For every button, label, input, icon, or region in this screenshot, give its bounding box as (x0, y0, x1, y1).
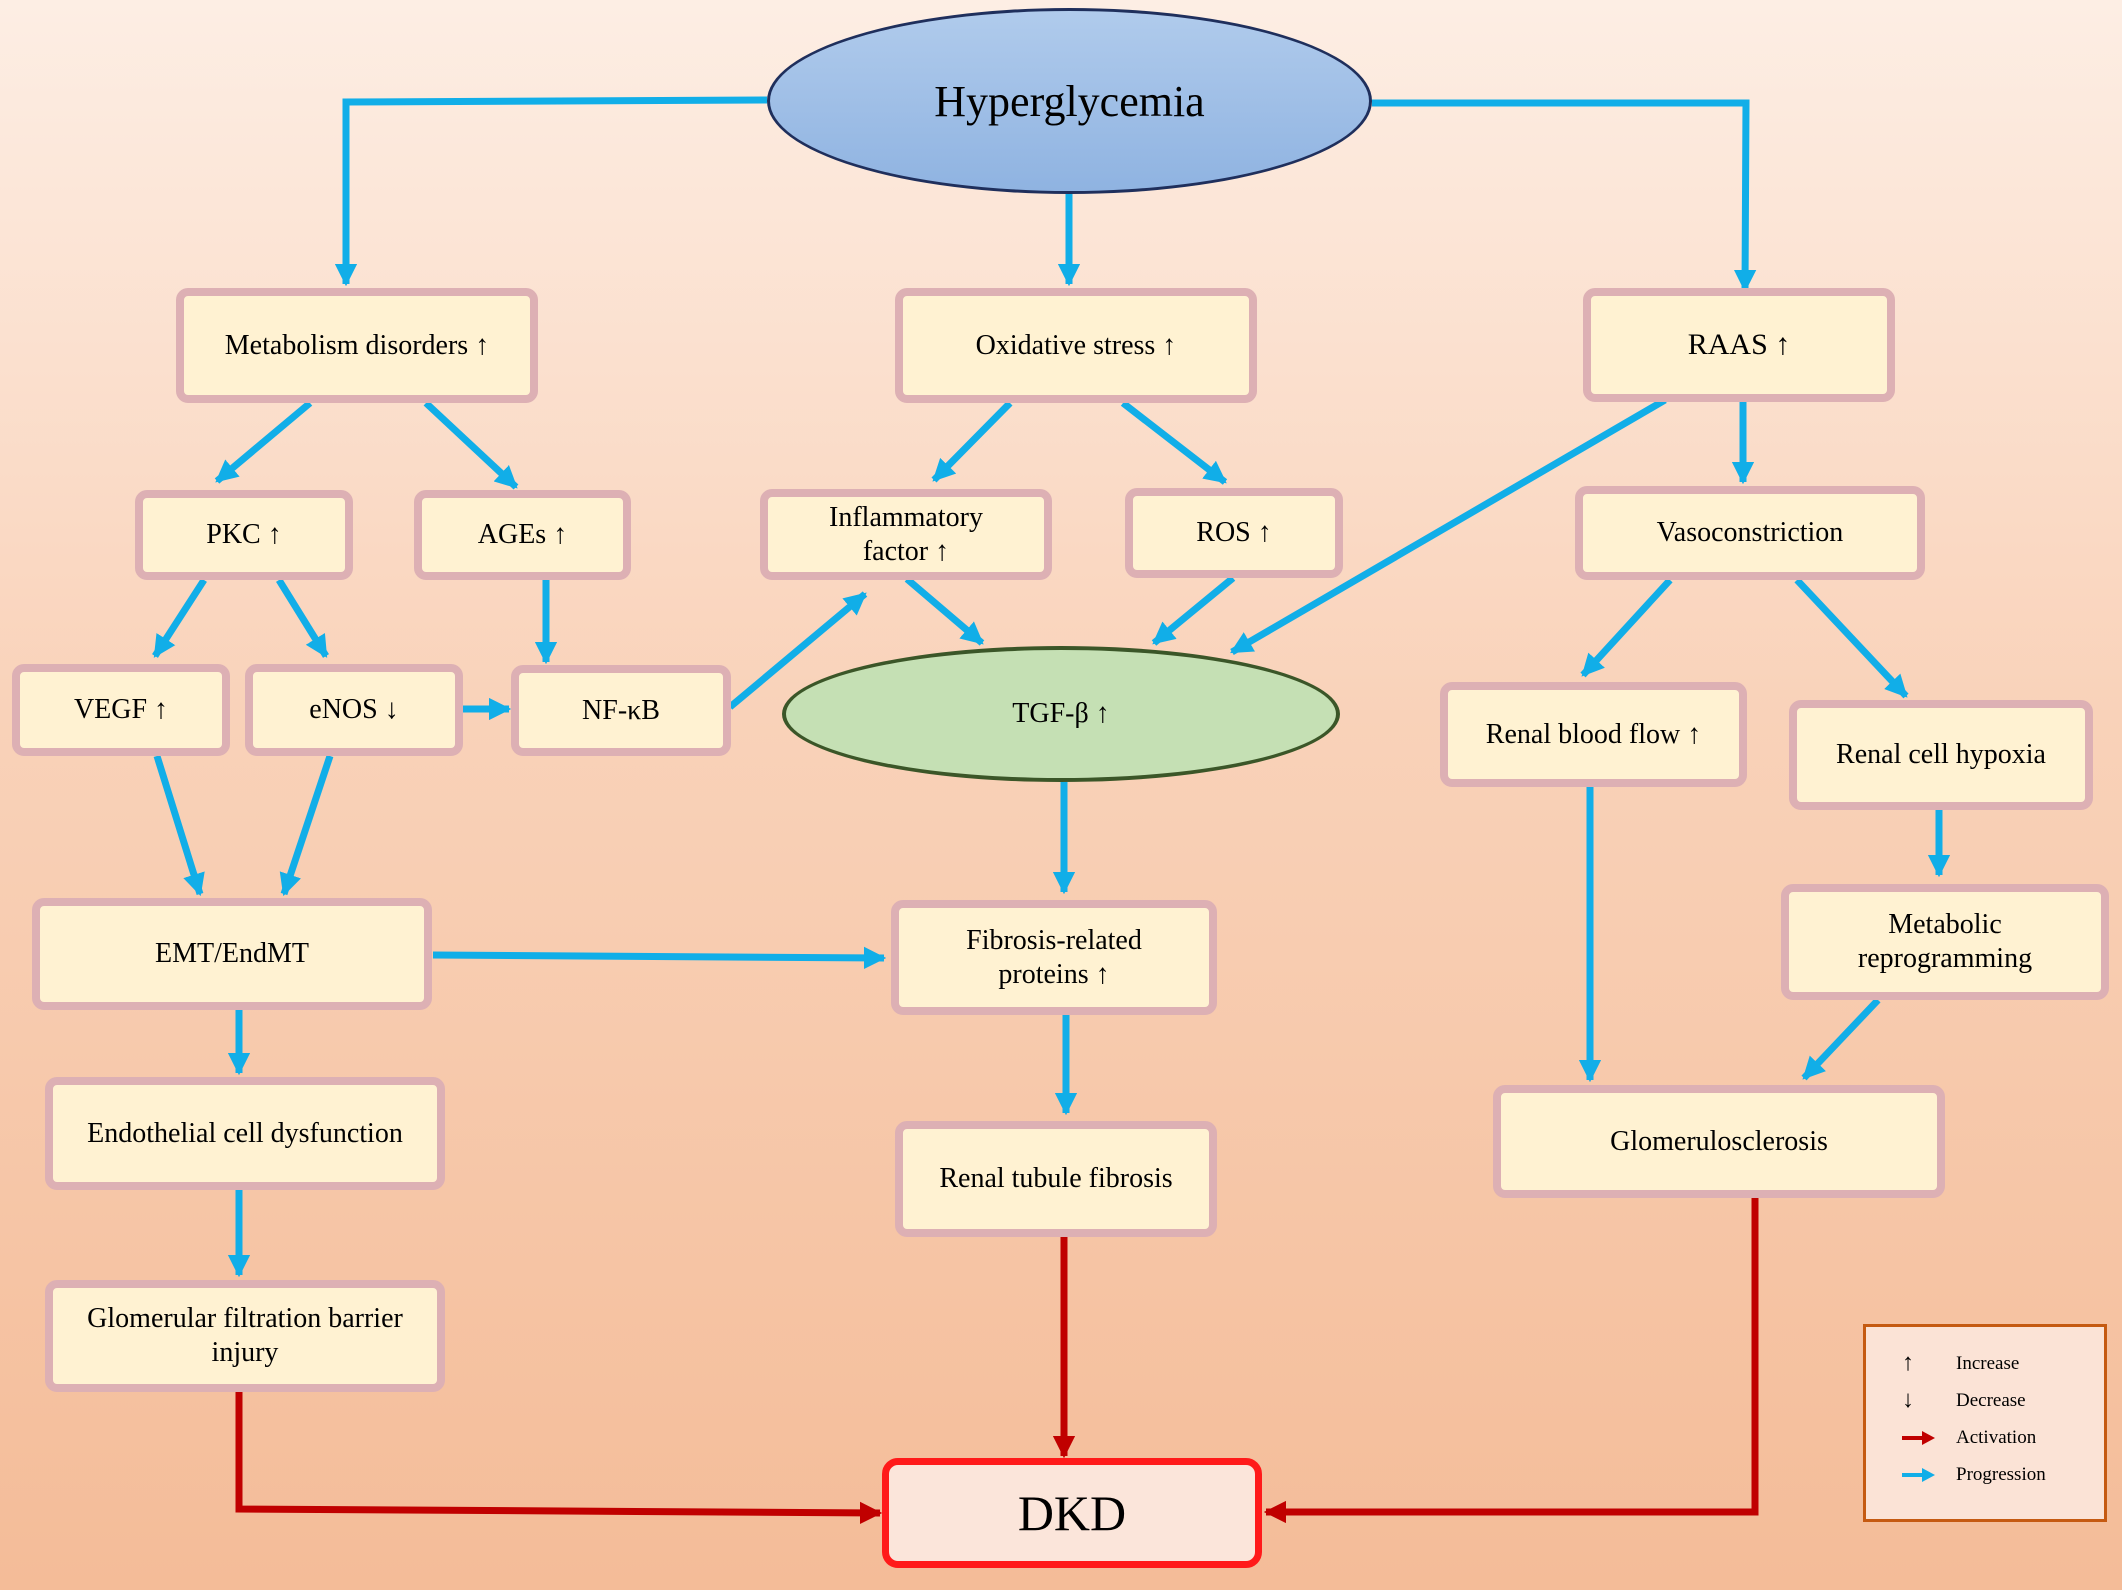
legend: ↑ Increase ↓ Decrease Activation Progres… (1863, 1324, 2107, 1522)
legend-label: Activation (1956, 1426, 2037, 1448)
node-vegf: VEGF ↑ (12, 664, 230, 756)
arrow-enos-to-emt (279, 754, 334, 897)
node-vasoconstriction-label: Vasoconstriction (1656, 517, 1844, 548)
arrow-inflammatory-to-tgfb (904, 576, 985, 646)
arrow-pkc-to-enos (276, 578, 329, 658)
node-metabolic-reprogramming: Metabolic reprogramming (1781, 884, 2109, 1000)
node-glomerulosclerosis-label: Glomerulosclerosis (1610, 1125, 1828, 1157)
arrow-raas-to-tgfb (1230, 396, 1667, 656)
node-renal-blood-flow-label: Renal blood flow ↑ (1485, 718, 1702, 750)
legend-label: Decrease (1956, 1389, 2026, 1411)
node-endothelial-cell-dysfunction-label: Endothelial cell dysfunction (87, 1117, 403, 1149)
node-metabolic-reprogramming-line2: reprogramming (1857, 943, 2033, 974)
node-raas-label: RAAS ↑ (1687, 328, 1791, 361)
legend-item-increase: ↑ Increase (1902, 1345, 2104, 1382)
node-inflammatory-factor: Inflammatory factor ↑ (760, 489, 1052, 580)
arrow-nfkb-to-inflammatory (727, 591, 868, 710)
arrow-oxidative-to-inflammatory (931, 400, 1013, 483)
node-tgf-beta-label: TGF-β ↑ (1012, 698, 1110, 729)
legend-label: Increase (1956, 1352, 2020, 1374)
node-renal-blood-flow: Renal blood flow ↑ (1440, 682, 1747, 787)
up-arrow-icon: ↑ (1902, 1350, 1914, 1376)
node-vasoconstriction: Vasoconstriction (1575, 486, 1925, 580)
node-hyperglycemia: Hyperglycemia (767, 8, 1372, 194)
legend-label: Progression (1956, 1463, 2046, 1485)
node-glomerulosclerosis: Glomerulosclerosis (1493, 1085, 1945, 1198)
arrow-vasoconstriction-to-hypoxia (1794, 577, 1909, 699)
node-renal-cell-hypoxia-label: Renal cell hypoxia (1836, 739, 2046, 770)
node-glomerular-filtration-barrier-injury: Glomerular filtration barrier injury (45, 1280, 445, 1392)
node-dkd: DKD (882, 1458, 1262, 1568)
node-enos-label: eNOS ↓ (309, 694, 399, 725)
node-emt-endmt: EMT/EndMT (32, 898, 432, 1010)
node-oxidative-stress: Oxidative stress ↑ (895, 288, 1257, 403)
arrow-ros-to-tgfb (1151, 575, 1236, 646)
node-metabolic-reprogramming-line1: Metabolic (1888, 909, 2002, 940)
node-ages: AGEs ↑ (414, 490, 631, 580)
node-dkd-label: DKD (1017, 1485, 1127, 1541)
node-metabolism-disorders-label: Metabolism disorders ↑ (224, 329, 490, 361)
node-endothelial-cell-dysfunction: Endothelial cell dysfunction (45, 1077, 445, 1190)
arrow-pkc-to-vegf (152, 578, 207, 658)
arrow-glomerulosclerosis-to-dkd (1263, 1198, 1759, 1524)
node-oxidative-stress-label: Oxidative stress ↑ (975, 329, 1177, 361)
blue-arrow-icon (1902, 1467, 1944, 1483)
node-fibrosis-related-proteins-line1: Fibrosis-related (966, 924, 1142, 956)
arrow-oxidative-to-ros (1120, 400, 1228, 485)
node-pkc: PKC ↑ (135, 490, 353, 580)
down-arrow-icon: ↓ (1902, 1387, 1914, 1413)
node-inflammatory-factor-line2: factor ↑ (862, 535, 950, 567)
node-tgf-beta: TGF-β ↑ (782, 646, 1340, 782)
arrow-vasoconstriction-to-blood-flow (1580, 577, 1673, 678)
node-renal-tubule-fibrosis: Renal tubule fibrosis (895, 1121, 1217, 1237)
node-raas: RAAS ↑ (1583, 288, 1895, 402)
node-vegf-label: VEGF ↑ (73, 694, 169, 725)
node-pkc-label: PKC ↑ (206, 519, 282, 550)
node-renal-tubule-fibrosis-label: Renal tubule fibrosis (939, 1163, 1173, 1194)
node-fibrosis-related-proteins: Fibrosis-related proteins ↑ (891, 900, 1217, 1015)
node-inflammatory-factor-line1: Inflammatory (829, 501, 983, 533)
node-nf-kb-label: NF-κB (582, 694, 660, 726)
arrow-gfb-to-dkd (235, 1392, 883, 1525)
legend-item-decrease: ↓ Decrease (1902, 1382, 2104, 1419)
node-renal-cell-hypoxia: Renal cell hypoxia (1789, 700, 2093, 810)
node-ros: ROS ↑ (1125, 488, 1343, 578)
arrow-hyperglycemia-to-raas (1372, 99, 1757, 293)
arrow-emt-to-fibrosis (432, 946, 887, 970)
arrow-metabolism-to-pkc (214, 400, 313, 484)
node-fibrosis-related-proteins-line2: proteins ↑ (998, 958, 1110, 990)
node-nf-kb: NF-κB (511, 665, 731, 756)
legend-item-activation: Activation (1902, 1419, 2104, 1456)
node-enos: eNOS ↓ (245, 664, 463, 756)
node-gfb-line2: injury (211, 1337, 279, 1368)
arrow-hyperglycemia-to-metabolism (334, 96, 768, 287)
red-arrow-icon (1902, 1430, 1944, 1446)
arrow-metabolism-to-ages (423, 400, 519, 490)
node-emt-endmt-label: EMT/EndMT (155, 938, 309, 969)
node-metabolism-disorders: Metabolism disorders ↑ (176, 288, 538, 403)
node-ros-label: ROS ↑ (1196, 517, 1272, 548)
arrow-metabolic-to-glomerulosclerosis (1801, 997, 1881, 1081)
node-hyperglycemia-label: Hyperglycemia (934, 76, 1205, 126)
node-ages-label: AGEs ↑ (477, 519, 568, 550)
arrow-vegf-to-emt (153, 754, 205, 897)
node-gfb-line1: Glomerular filtration barrier (87, 1303, 403, 1334)
legend-item-progression: Progression (1902, 1456, 2104, 1493)
